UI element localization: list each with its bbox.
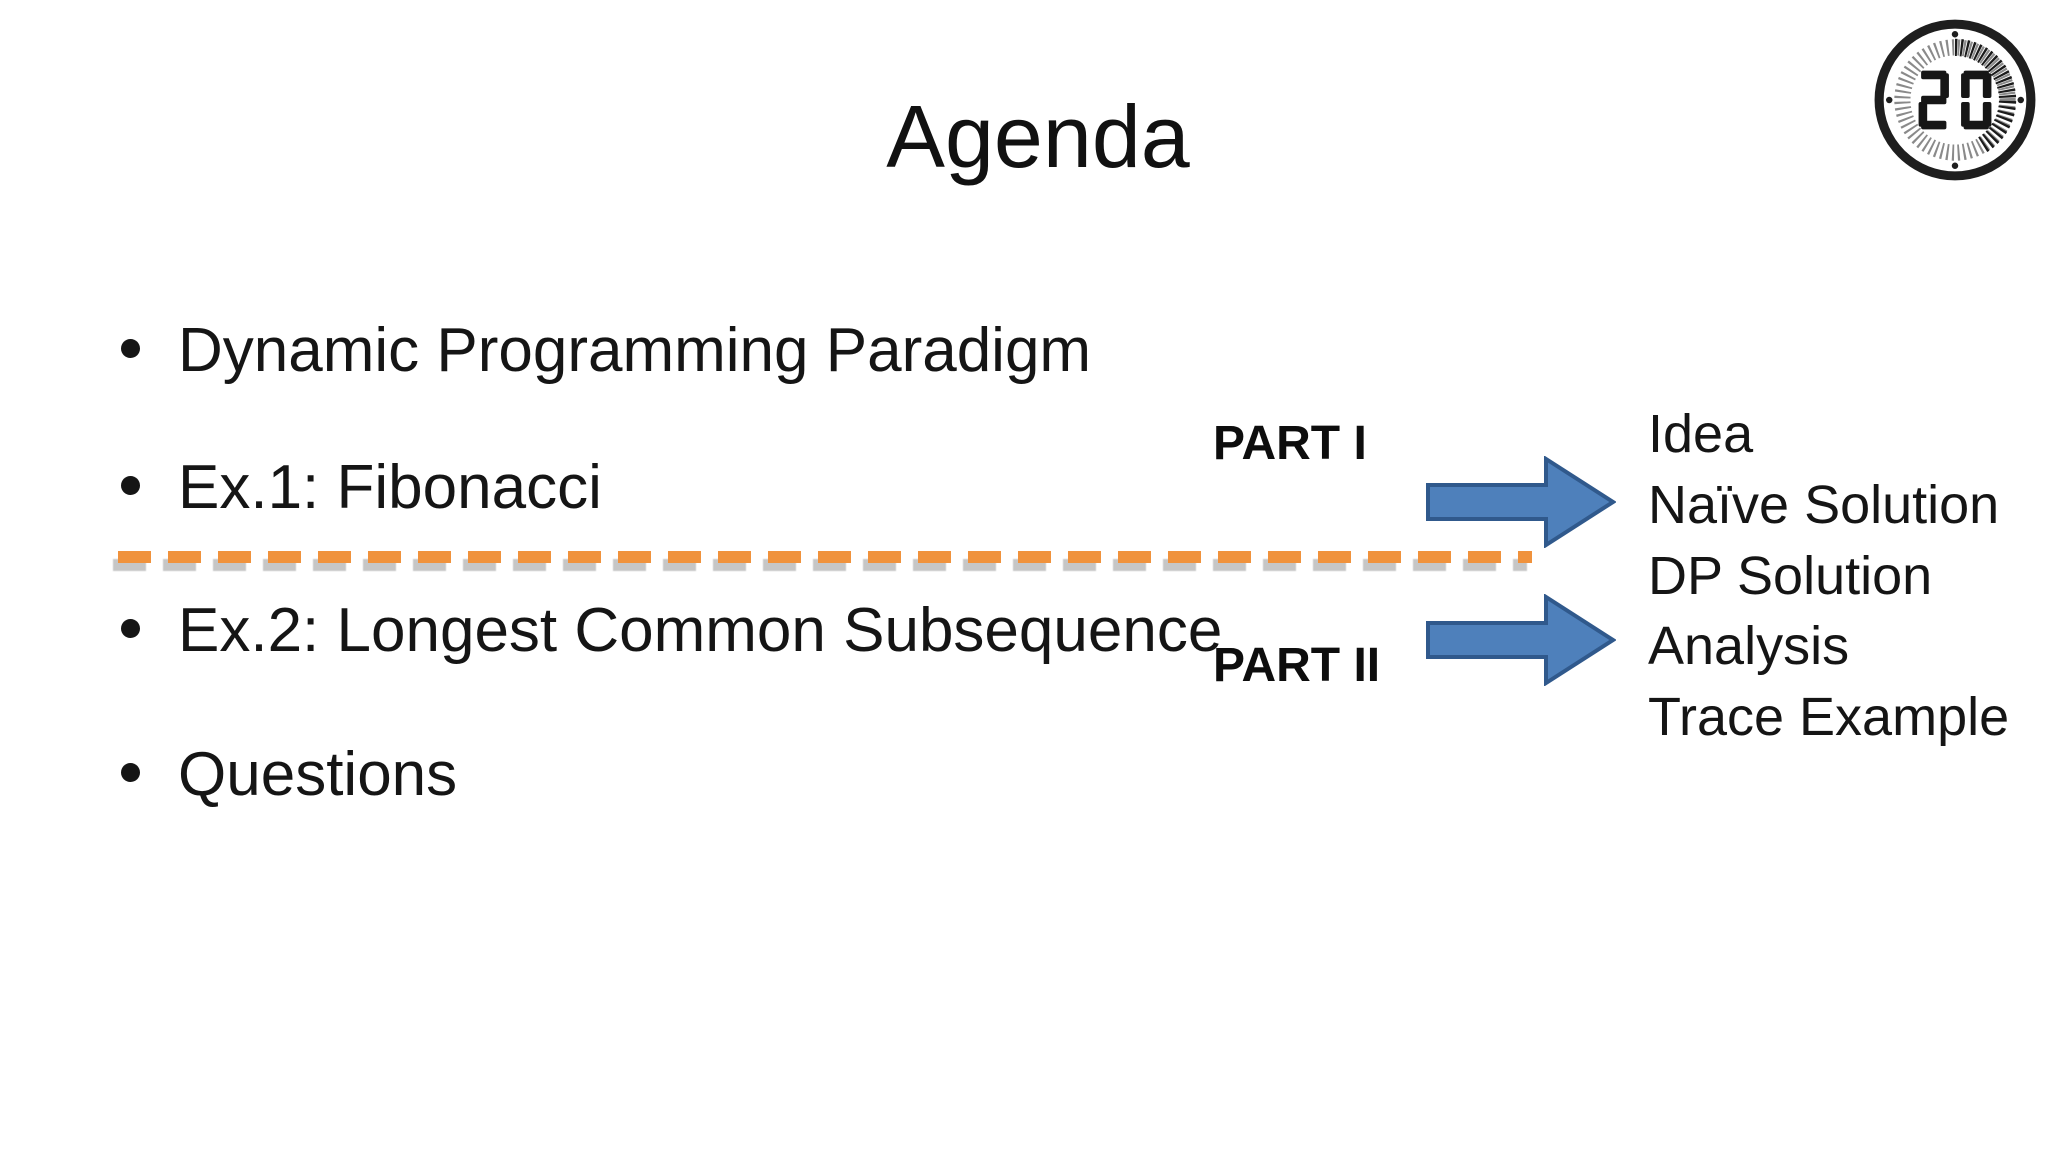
agenda-item-text: Dynamic Programming Paradigm	[178, 316, 1092, 385]
agenda-item-text: Ex.1: Fibonacci	[178, 453, 602, 522]
arrow-right-icon	[1426, 456, 1616, 548]
agenda-item: Dynamic Programming Paradigm	[118, 315, 1091, 386]
timer-value: 20	[0, 0, 1, 1]
arrow-right-icon	[1426, 594, 1616, 686]
slide-title: Agenda	[886, 87, 1190, 186]
bullet-icon	[121, 763, 140, 782]
timer-cardinal-dot	[1951, 162, 1959, 170]
agenda-item: Ex.1: Fibonacci	[118, 452, 602, 523]
timer-cardinal-dot	[1951, 30, 1959, 38]
timer-cardinal-dot	[1885, 96, 1893, 104]
timer-tick-ring	[1894, 39, 2016, 161]
part2-label: PART II	[1213, 639, 1381, 692]
agenda-item-text: Ex.2: Longest Common Subsequence	[178, 596, 1223, 665]
timer-digit-0	[1961, 70, 1992, 130]
agenda-item-text: Questions	[178, 740, 458, 809]
topic-item: DP Solution	[1648, 545, 1933, 606]
stopwatch-timer-icon	[1874, 19, 2036, 181]
bullet-icon	[121, 476, 140, 495]
dashed-divider	[113, 551, 1532, 575]
agenda-item: Questions	[118, 739, 457, 810]
timer-elapsed-ticks	[1954, 38, 2017, 153]
bullet-icon	[121, 339, 140, 358]
timer-digit-2	[1918, 70, 1949, 130]
part1-label: PART I	[1213, 417, 1367, 470]
dashed-divider-line	[118, 551, 1532, 563]
bullet-icon	[121, 619, 140, 638]
topic-item: Trace Example	[1648, 687, 2010, 748]
topic-item: Naïve Solution	[1648, 474, 2000, 535]
topics-list: Idea Naïve Solution DP Solution Analysis…	[1648, 399, 2009, 753]
topic-item: Analysis	[1648, 616, 1850, 677]
timer-cardinal-dot	[2017, 96, 2025, 104]
agenda-item: Ex.2: Longest Common Subsequence	[118, 595, 1222, 666]
topic-item: Idea	[1648, 404, 1754, 464]
